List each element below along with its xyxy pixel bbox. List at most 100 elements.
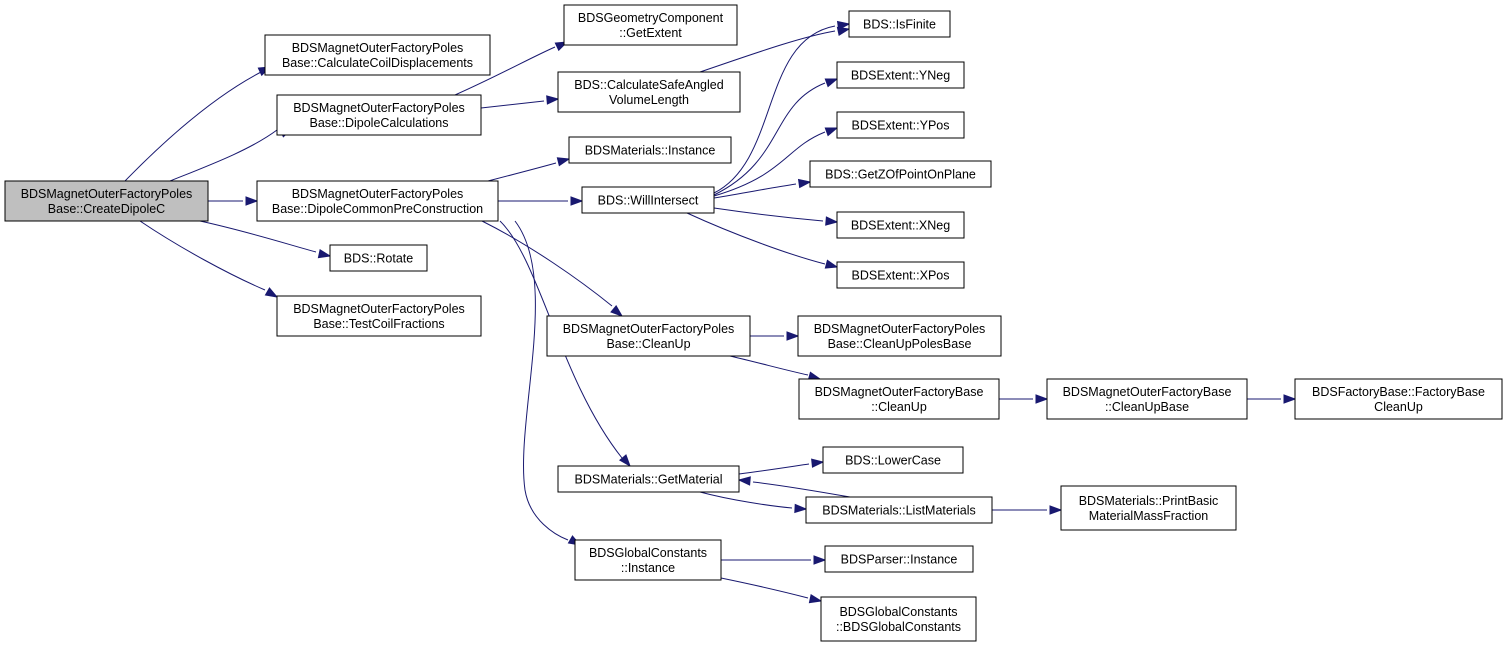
arrowhead <box>737 476 751 486</box>
arrowhead <box>556 157 571 167</box>
node-getMaterial[interactable]: BDSMaterials::GetMaterial <box>557 465 740 493</box>
arrowhead <box>813 555 827 565</box>
edge-line <box>686 212 826 265</box>
node-box <box>581 186 715 214</box>
node-box <box>822 446 964 474</box>
arrowhead <box>1283 394 1297 404</box>
node-label: CleanUp <box>1374 400 1423 414</box>
node-label: BDSFactoryBase::FactoryBase <box>1312 385 1485 399</box>
arrowhead <box>824 78 839 88</box>
node-listMaterials[interactable]: BDSMaterials::ListMaterials <box>805 496 993 524</box>
node-label: BDS::IsFinite <box>863 18 936 32</box>
arrowhead <box>811 458 825 468</box>
node-calcCoilDisp[interactable]: BDSMagnetOuterFactoryPolesBase::Calculat… <box>264 34 491 76</box>
arrowhead <box>836 20 851 31</box>
node-label: BDSMagnetOuterFactoryPoles <box>293 302 465 316</box>
node-parserInstance[interactable]: BDSParser::Instance <box>824 545 974 573</box>
node-lowerCase[interactable]: BDS::LowerCase <box>822 446 964 474</box>
edge-line <box>169 129 278 182</box>
node-geomGetExtent[interactable]: BDSGeometryComponent::GetExtent <box>563 4 738 46</box>
node-label: Base::CleanUpPolesBase <box>828 337 972 351</box>
node-box <box>836 211 965 239</box>
edge-listMaterials-to-printBasic <box>992 505 1063 515</box>
node-label: BDS::WillIntersect <box>598 194 699 208</box>
node-label: BDSMagnetOuterFactoryPoles <box>563 322 735 336</box>
node-label: BDSMagnetOuterFactoryPoles <box>21 187 193 201</box>
node-dipoleCommonPre[interactable]: BDSMagnetOuterFactoryPolesBase::DipoleCo… <box>256 180 499 222</box>
node-label: ::BDSGlobalConstants <box>836 620 961 634</box>
node-label: BDSMagnetOuterFactoryPoles <box>292 187 464 201</box>
arrowhead <box>824 259 839 269</box>
node-box <box>557 71 741 113</box>
node-label: BDSMaterials::Instance <box>585 144 716 158</box>
node-xNeg[interactable]: BDSExtent::XNeg <box>836 211 965 239</box>
edge-getMaterial-to-lowerCase <box>738 458 825 475</box>
edge-line <box>713 82 826 196</box>
node-box <box>557 465 740 493</box>
edge-line <box>481 220 613 307</box>
node-box <box>836 261 965 289</box>
node-box <box>805 496 993 524</box>
edge-mofbCleanUp-to-mofbCleanUpBase <box>999 394 1049 404</box>
node-label: ::CleanUpBase <box>1105 400 1189 414</box>
node-createDipoleC[interactable]: BDSMagnetOuterFactoryPolesBase::CreateDi… <box>4 180 209 222</box>
node-mofbCleanUp[interactable]: BDSMagnetOuterFactoryBase::CleanUp <box>798 378 1000 420</box>
node-box <box>276 94 482 136</box>
node-rotate[interactable]: BDS::Rotate <box>329 244 428 272</box>
arrowhead <box>245 196 259 206</box>
node-cleanUpPolesBase[interactable]: BDSMagnetOuterFactoryPolesBase::CleanUpP… <box>797 315 1002 357</box>
node-box <box>836 61 965 89</box>
edge-listMaterials-to-getMaterial <box>737 476 851 498</box>
edge-line <box>124 69 266 182</box>
node-box <box>1294 378 1503 420</box>
edge-line <box>738 463 810 475</box>
node-box <box>264 34 491 76</box>
node-printBasic[interactable]: BDSMaterials::PrintBasicMaterialMassFrac… <box>1060 485 1237 531</box>
node-yPos[interactable]: BDSExtent::YPos <box>836 111 965 139</box>
edge-dipoleCalc-to-calcSafeAngled <box>480 95 560 109</box>
node-testCoilFrac[interactable]: BDSMagnetOuterFactoryPolesBase::TestCoil… <box>276 295 482 337</box>
node-box <box>546 315 751 357</box>
node-yNeg[interactable]: BDSExtent::YNeg <box>836 61 965 89</box>
node-gcInstance[interactable]: BDSGlobalConstants::Instance <box>574 539 722 581</box>
edge-cleanUp-to-mofbCleanUp <box>729 355 822 381</box>
node-getZOfPoint[interactable]: BDS::GetZOfPointOnPlane <box>809 160 992 188</box>
node-label: BDSMagnetOuterFactoryPoles <box>814 322 986 336</box>
arrowhead <box>825 216 839 226</box>
edge-createDipoleC-to-rotate <box>199 220 332 259</box>
node-box <box>1046 378 1248 420</box>
node-label: BDSGlobalConstants <box>589 546 707 560</box>
node-gcCtor[interactable]: BDSGlobalConstants::BDSGlobalConstants <box>820 596 977 642</box>
arrowhead <box>836 26 851 37</box>
edge-createDipoleC-to-calcCoilDisp <box>124 66 272 182</box>
node-label: BDSGeometryComponent <box>578 11 724 25</box>
node-dipoleCalc[interactable]: BDSMagnetOuterFactoryPolesBase::DipoleCa… <box>276 94 482 136</box>
node-mofbCleanUpBase[interactable]: BDSMagnetOuterFactoryBase::CleanUpBase <box>1046 378 1248 420</box>
node-xPos[interactable]: BDSExtent::XPos <box>836 261 965 289</box>
edge-dipoleCommonPre-to-willIntersect <box>498 196 584 206</box>
edge-line <box>487 162 557 182</box>
node-box <box>820 596 977 642</box>
node-box <box>848 10 951 38</box>
node-label: VolumeLength <box>609 93 689 107</box>
edge-calcSafeAngled-to-isFinite <box>699 26 851 73</box>
node-willIntersect[interactable]: BDS::WillIntersect <box>581 186 715 214</box>
edge-willIntersect-to-xNeg <box>713 207 839 226</box>
arrowhead <box>317 248 332 259</box>
node-label: BDSMagnetOuterFactoryBase <box>815 385 984 399</box>
edge-line <box>720 577 809 599</box>
node-box <box>563 4 738 46</box>
edge-getMaterial-to-listMaterials <box>699 491 808 514</box>
node-box <box>329 244 428 272</box>
node-label: BDSGlobalConstants <box>839 605 957 619</box>
edge-line <box>713 183 797 199</box>
edge-willIntersect-to-getZOfPoint <box>713 178 812 199</box>
node-label: BDSExtent::XNeg <box>851 219 950 233</box>
node-label: BDS::GetZOfPointOnPlane <box>825 168 976 182</box>
node-isFinite[interactable]: BDS::IsFinite <box>848 10 951 38</box>
node-label: BDSParser::Instance <box>841 553 958 567</box>
node-matInstance[interactable]: BDSMaterials::Instance <box>568 136 732 164</box>
